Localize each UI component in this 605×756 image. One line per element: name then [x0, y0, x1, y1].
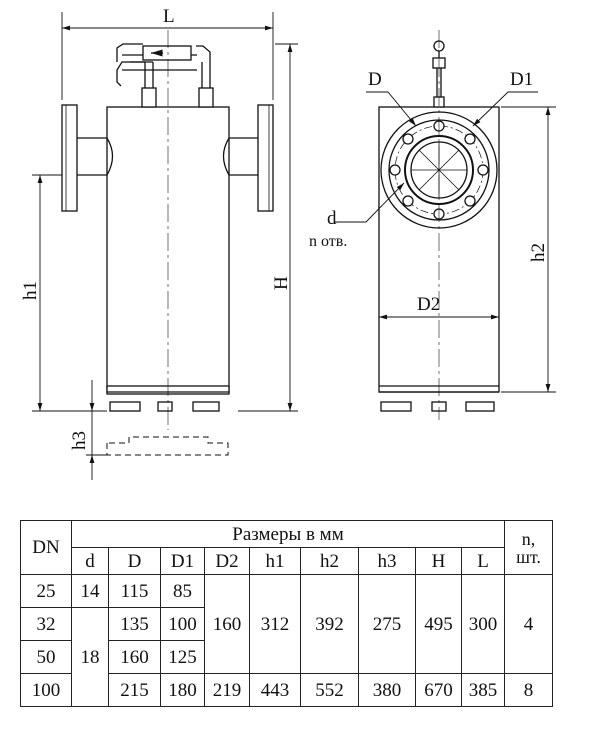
dimensions-table: DN Размеры в мм n, шт. d D D1 D2 h1 h2 h… [20, 520, 553, 707]
table-row: 50 160 125 [20, 640, 553, 674]
col-h2: h2 [300, 547, 359, 575]
cell-dn: 25 [20, 574, 72, 608]
cell-d: 14 [71, 574, 109, 608]
side-dimensions [335, 91, 556, 393]
cell-L: 300 [461, 574, 505, 674]
cell-D1: 100 [160, 607, 205, 641]
label-D1: D1 [510, 69, 533, 90]
label-h2: h2 [528, 243, 549, 262]
cell-h3: 380 [358, 673, 416, 707]
cell-dn: 32 [20, 607, 72, 641]
cell-D: 160 [108, 640, 161, 674]
col-h1: h1 [249, 547, 301, 575]
cell-dn: 100 [20, 673, 72, 707]
label-L: L [163, 6, 175, 27]
label-h3: h3 [69, 431, 90, 450]
label-h1: h1 [20, 281, 41, 300]
cell-H: 495 [415, 574, 462, 674]
cell-D: 115 [108, 574, 161, 608]
label-D2: D2 [417, 294, 440, 315]
cell-L: 385 [461, 673, 505, 707]
left-flange [61, 104, 78, 212]
cell-n: 4 [504, 574, 553, 674]
header-dn: DN [20, 520, 72, 575]
col-D: D [108, 547, 161, 575]
col-H: H [415, 547, 462, 575]
cell-d: 18 [71, 607, 109, 707]
cell-h3: 275 [358, 574, 416, 674]
front-dimensions [32, 12, 298, 480]
drawing-labels: L H h1 h3 D D1 D2 h2 d n отв. [20, 6, 549, 450]
cell-D2: 219 [204, 673, 250, 707]
cell-h1: 312 [249, 574, 301, 674]
cell-h1: 443 [249, 673, 301, 707]
col-d: d [71, 547, 109, 575]
front-view [61, 30, 274, 456]
cell-D2: 160 [204, 574, 250, 674]
cell-dn: 50 [20, 640, 72, 674]
cell-n: 8 [504, 673, 553, 707]
header-n: n, шт. [504, 520, 553, 575]
cell-D: 135 [108, 607, 161, 641]
table-row: 25 14 115 85 160 312 392 275 495 300 4 [20, 574, 553, 674]
col-D2: D2 [204, 547, 250, 575]
label-d: d [327, 208, 337, 229]
indicator-tube [142, 45, 192, 61]
cell-h2: 552 [300, 673, 359, 707]
cell-H: 670 [415, 673, 462, 707]
cell-D: 215 [108, 673, 161, 707]
header-dimensions: Размеры в мм [71, 520, 505, 548]
technical-drawing: L H h1 h3 D D1 D2 h2 d n отв. [20, 6, 556, 480]
label-H: H [271, 276, 292, 290]
label-n-holes: n отв. [309, 233, 347, 250]
cell-D1: 180 [160, 673, 205, 707]
col-L: L [461, 547, 505, 575]
table-row: 32 18 135 100 [20, 607, 553, 707]
col-h3: h3 [358, 547, 416, 575]
side-view [378, 30, 500, 420]
cell-D1: 85 [160, 574, 205, 608]
cell-D1: 125 [160, 640, 205, 674]
label-D: D [368, 69, 382, 90]
cell-h2: 392 [300, 574, 359, 674]
table-row: 100 215 180 219 443 552 380 670 385 8 [20, 673, 553, 707]
right-flange [257, 104, 274, 212]
col-D1: D1 [160, 547, 205, 575]
